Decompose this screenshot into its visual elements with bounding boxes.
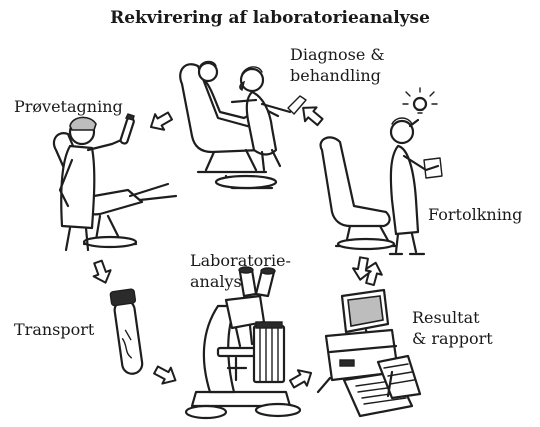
arrow-to-proevetagning <box>146 108 174 135</box>
interpretation-illustration <box>321 88 442 254</box>
arrow-to-laboratorie <box>152 362 180 388</box>
computer-printer-illustration <box>318 290 420 416</box>
arrow-to-resultat <box>288 365 316 392</box>
test-tube-illustration <box>110 289 145 376</box>
sample-collection-illustration <box>54 114 176 250</box>
microscope-illustration <box>186 267 300 418</box>
arrow-to-transport <box>90 259 114 286</box>
consultation-illustration <box>180 62 306 189</box>
